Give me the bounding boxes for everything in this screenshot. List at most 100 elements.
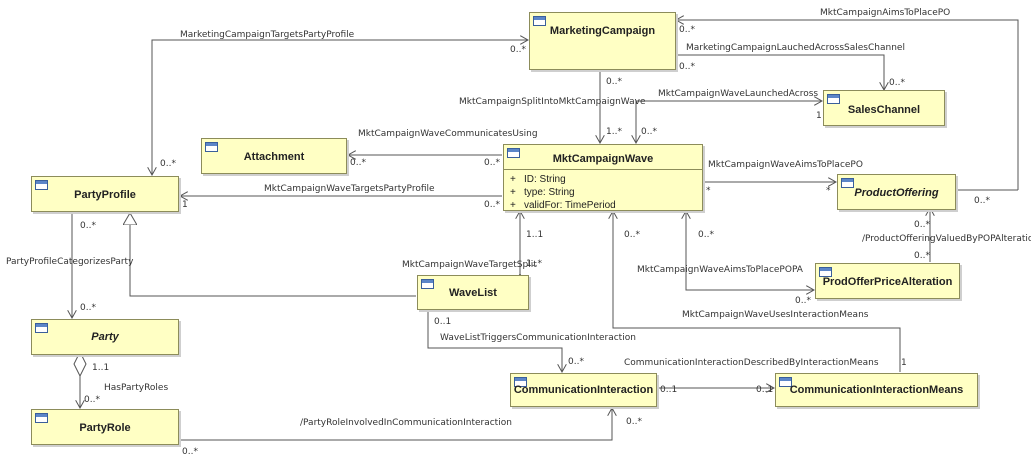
multiplicity: 0..* — [606, 77, 622, 87]
class-icon — [35, 323, 48, 333]
class-icon — [205, 142, 218, 152]
class-sales-channel[interactable]: SalesChannel — [823, 90, 945, 126]
assoc-label: MktCampaignWaveTargetSplit — [402, 260, 537, 270]
multiplicity: 0..* — [160, 159, 176, 169]
attribute-row: +type: String — [510, 187, 575, 198]
class-icon — [421, 279, 434, 289]
assoc-label: /ProductOfferingValuedByPOPAlteration — [862, 234, 1031, 244]
assoc-label: MarketingCampaignLauchedAcrossSalesChann… — [686, 43, 905, 53]
assoc-line-wave-launched-across[interactable] — [635, 100, 822, 143]
assoc-label: MarketingCampaignTargetsPartyProfile — [180, 30, 355, 40]
multiplicity: 0..* — [641, 127, 657, 137]
class-icon — [827, 94, 840, 104]
multiplicity: 0..* — [914, 220, 930, 230]
assoc-label: CommunicationInteractionDescribedByInter… — [624, 358, 879, 368]
class-attachment[interactable]: Attachment — [201, 138, 347, 174]
assoc-line-campaign-saleschannel[interactable] — [676, 54, 884, 90]
multiplicity: 1..1 — [526, 230, 544, 240]
assoc-line-wavelist-ci[interactable] — [427, 311, 562, 372]
class-icon — [507, 148, 520, 158]
multiplicity: 0..* — [80, 221, 96, 231]
assoc-label: MktCampaignWaveTargetsPartyProfile — [264, 184, 435, 194]
class-icon — [819, 267, 832, 277]
class-wave-list[interactable]: WaveList — [417, 275, 529, 310]
assoc-label: MktCampaignWaveCommunicatesUsing — [358, 129, 538, 139]
class-title: CommunicationInteraction — [513, 384, 654, 396]
class-icon — [533, 16, 546, 26]
class-title: Party — [91, 331, 119, 343]
class-party-role[interactable]: PartyRole — [31, 409, 179, 445]
assoc-label: /PartyRoleInvolvedInCommunicationInterac… — [300, 418, 512, 428]
class-party[interactable]: Party — [31, 319, 179, 355]
multiplicity: 0..* — [914, 251, 930, 261]
multiplicity: 1..1 — [92, 363, 110, 373]
assoc-label: MktCampaignWaveAimsToPlacePOPA — [637, 265, 803, 275]
assoc-label: HasPartyRoles — [104, 383, 169, 393]
assoc-label: MktCampaignWaveUsesInteractionMeans — [682, 310, 869, 320]
multiplicity: 0..* — [484, 158, 500, 168]
multiplicity: 1 — [816, 111, 822, 121]
attribute-row: +ID: String — [510, 174, 566, 185]
assoc-label: MktCampaignAimsToPlacePO — [820, 8, 951, 18]
class-icon — [841, 178, 854, 188]
class-title: ProductOffering — [854, 187, 939, 199]
class-title: MarketingCampaign — [549, 25, 656, 37]
multiplicity: 0..1 — [756, 385, 774, 395]
assoc-line-campaign-targets-profile[interactable] — [152, 39, 528, 175]
generalization-wavelist-profile[interactable] — [130, 213, 416, 297]
multiplicity: 1 — [182, 200, 188, 210]
multiplicity: 1 — [901, 358, 907, 368]
multiplicity: 0..* — [698, 230, 714, 240]
assoc-line-partyrole-ci[interactable] — [180, 408, 612, 441]
multiplicity: 1..* — [606, 127, 622, 137]
multiplicity: 0..* — [510, 45, 526, 55]
class-icon — [779, 377, 792, 387]
multiplicity: 0..1 — [660, 385, 678, 395]
class-product-offering[interactable]: ProductOffering — [837, 174, 956, 210]
multiplicity: 0..* — [624, 230, 640, 240]
class-icon — [35, 413, 48, 423]
aggregation-diamond — [73, 350, 87, 378]
class-mkt-campaign-wave[interactable]: MktCampaignWave +ID: String +type: Strin… — [503, 144, 703, 211]
multiplicity: 0..* — [889, 78, 905, 88]
multiplicity: 0..* — [182, 447, 198, 457]
assoc-line-wave-means[interactable] — [613, 211, 901, 372]
multiplicity: * — [826, 186, 831, 196]
assoc-line-campaign-aims-po[interactable] — [676, 20, 1019, 190]
assoc-line-wave-popa[interactable] — [685, 211, 814, 290]
assoc-label: MktCampaignWaveAimsToPlacePO — [708, 160, 863, 170]
class-title: PartyProfile — [74, 189, 136, 201]
class-icon — [514, 377, 527, 387]
class-title: ProdOfferPriceAlteration — [822, 276, 953, 288]
multiplicity: 1..* — [526, 259, 542, 269]
attribute-separator — [504, 169, 702, 170]
multiplicity: 0..* — [84, 395, 100, 405]
class-communication-interaction-means[interactable]: CommunicationInteractionMeans — [775, 373, 978, 407]
class-marketing-campaign[interactable]: MarketingCampaign — [529, 12, 676, 70]
class-title: PartyRole — [79, 422, 131, 434]
multiplicity: 0..* — [568, 357, 584, 367]
multiplicity: 0..* — [350, 158, 366, 168]
multiplicity: 0..* — [626, 417, 642, 427]
multiplicity: * — [706, 186, 711, 196]
class-communication-interaction[interactable]: CommunicationInteraction — [510, 373, 657, 407]
assoc-label: MktCampaignSplitIntoMktCampaignWave — [459, 97, 646, 107]
assoc-label: MktCampaignWaveLaunchedAcross — [658, 89, 819, 99]
attribute-row: +validFor: TimePeriod — [510, 200, 616, 211]
multiplicity: 0..* — [80, 303, 96, 313]
multiplicity: 0..* — [679, 25, 695, 35]
class-title: SalesChannel — [847, 104, 921, 116]
class-title: Attachment — [243, 151, 305, 163]
class-title: MktCampaignWave — [552, 153, 654, 165]
multiplicity: 0..* — [484, 200, 500, 210]
multiplicity: 0..* — [974, 196, 990, 206]
class-icon — [35, 180, 48, 190]
multiplicity: 0..* — [795, 296, 811, 306]
multiplicity: 0..* — [679, 62, 695, 72]
class-title: WaveList — [449, 287, 497, 299]
class-prod-offer-price-alteration[interactable]: ProdOfferPriceAlteration — [815, 263, 960, 299]
class-party-profile[interactable]: PartyProfile — [31, 176, 179, 212]
assoc-label: PartyProfileCategorizesParty — [6, 257, 134, 267]
class-title: CommunicationInteractionMeans — [789, 384, 964, 396]
